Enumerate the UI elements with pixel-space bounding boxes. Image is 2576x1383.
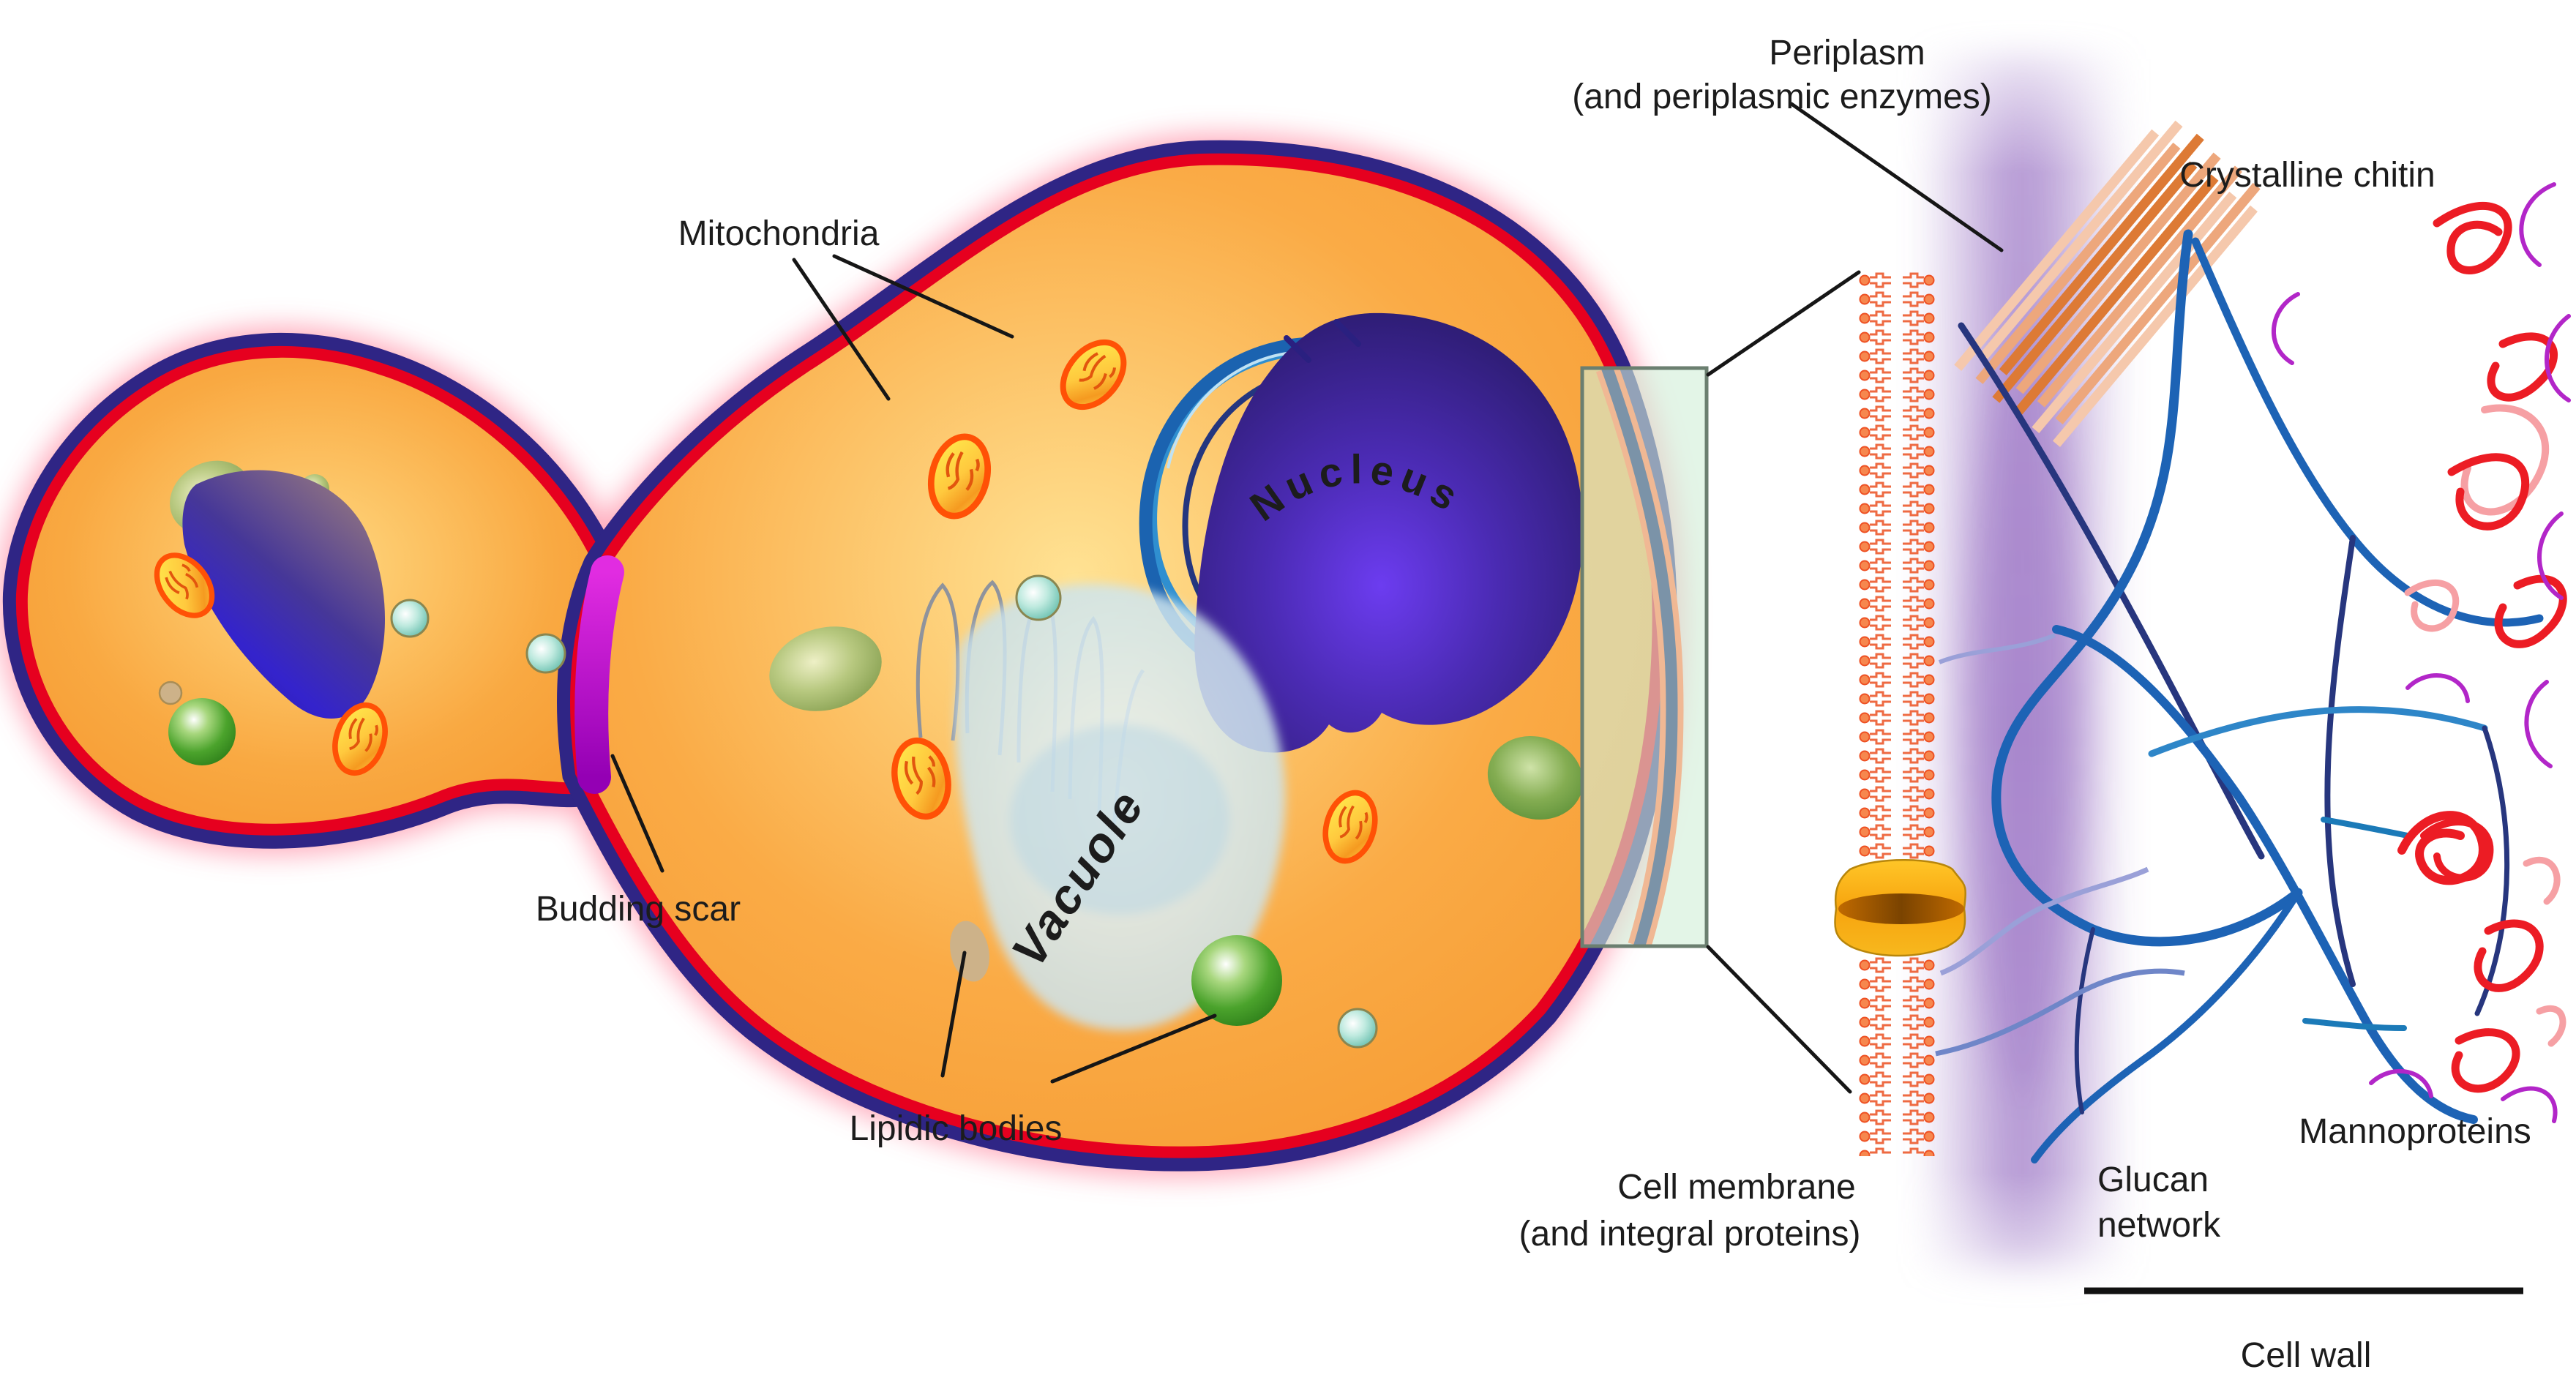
crystalline-chitin-label: Crystalline chitin xyxy=(2179,156,2435,195)
crystalline-chitin-fibrils xyxy=(1954,120,2261,447)
teal-vesicle xyxy=(525,633,566,674)
budding-scar-label: Budding scar xyxy=(536,890,741,929)
mother-cell: Nucleus xyxy=(525,140,1677,1172)
integral-protein xyxy=(1834,859,1966,957)
olive-vesicle xyxy=(1487,735,1584,820)
cell-wall-label: Cell wall xyxy=(2241,1336,2372,1375)
lipidic-bodies-label: Lipidic bodies xyxy=(850,1109,1063,1148)
mother-cell-organelles: Nucleus xyxy=(525,312,1584,1049)
cell-wall-detail xyxy=(1834,44,2571,1294)
zoom-panel-membrane xyxy=(1595,368,1684,946)
glucan-network-label-line2: network xyxy=(2097,1206,2221,1245)
mannoproteins-label: Mannoproteins xyxy=(2299,1112,2531,1151)
leader-lines xyxy=(610,102,2004,1094)
lipidic-body-sphere xyxy=(1191,935,1282,1026)
budding-scar xyxy=(574,555,624,794)
mannoproteins-squiggles xyxy=(2272,182,2571,1123)
teal-vesicle xyxy=(1337,1008,1378,1049)
cell-membrane-label-line1: Cell membrane xyxy=(1617,1168,1855,1207)
nucleus-spike xyxy=(1333,319,1361,347)
periplasm-label-line2: (and periplasmic enzymes) xyxy=(1572,78,1992,116)
small-vesicle xyxy=(158,681,183,705)
cell-membrane-label-line2: (and integral proteins) xyxy=(1519,1215,1861,1253)
olive-vesicle xyxy=(769,626,882,711)
bud-nucleus xyxy=(182,470,386,719)
lipidic-bodies-leader xyxy=(1050,1013,1217,1084)
vacuole xyxy=(955,583,1286,1031)
teal-vesicle xyxy=(1015,574,1062,621)
lipidic-body-sphere xyxy=(168,698,236,765)
lipid-bilayer xyxy=(1859,271,1935,1156)
mitochondria-leader xyxy=(832,254,1014,339)
nucleus xyxy=(1194,312,1584,753)
yeast-cell: Nucleus xyxy=(0,133,1684,1178)
lipidic-bodies-leader xyxy=(940,951,967,1078)
periplasmic-strands xyxy=(1935,633,2185,1057)
mitochondria-leader xyxy=(792,258,891,401)
zoom-panel xyxy=(1580,366,1709,948)
bud-organelles xyxy=(146,460,430,779)
teal-vesicle xyxy=(390,599,430,638)
bud-cell xyxy=(2,332,622,849)
glucan-network xyxy=(1958,229,2544,1163)
periplasm-leader xyxy=(1789,102,2004,252)
zoom-connector-top xyxy=(1706,270,1861,377)
periplasm-label-line1: Periplasm xyxy=(1769,34,1925,72)
budding-scar-leader xyxy=(610,754,664,873)
mitochondria-label: Mitochondria xyxy=(678,214,880,253)
labels: Mitochondria Periplasm (and periplasmic … xyxy=(536,34,2531,1375)
small-vesicle xyxy=(950,921,989,982)
zoom-connector-bottom xyxy=(1706,945,1852,1094)
glucan-network-label-line1: Glucan xyxy=(2097,1161,2209,1199)
nucleus-spike xyxy=(1284,335,1311,363)
